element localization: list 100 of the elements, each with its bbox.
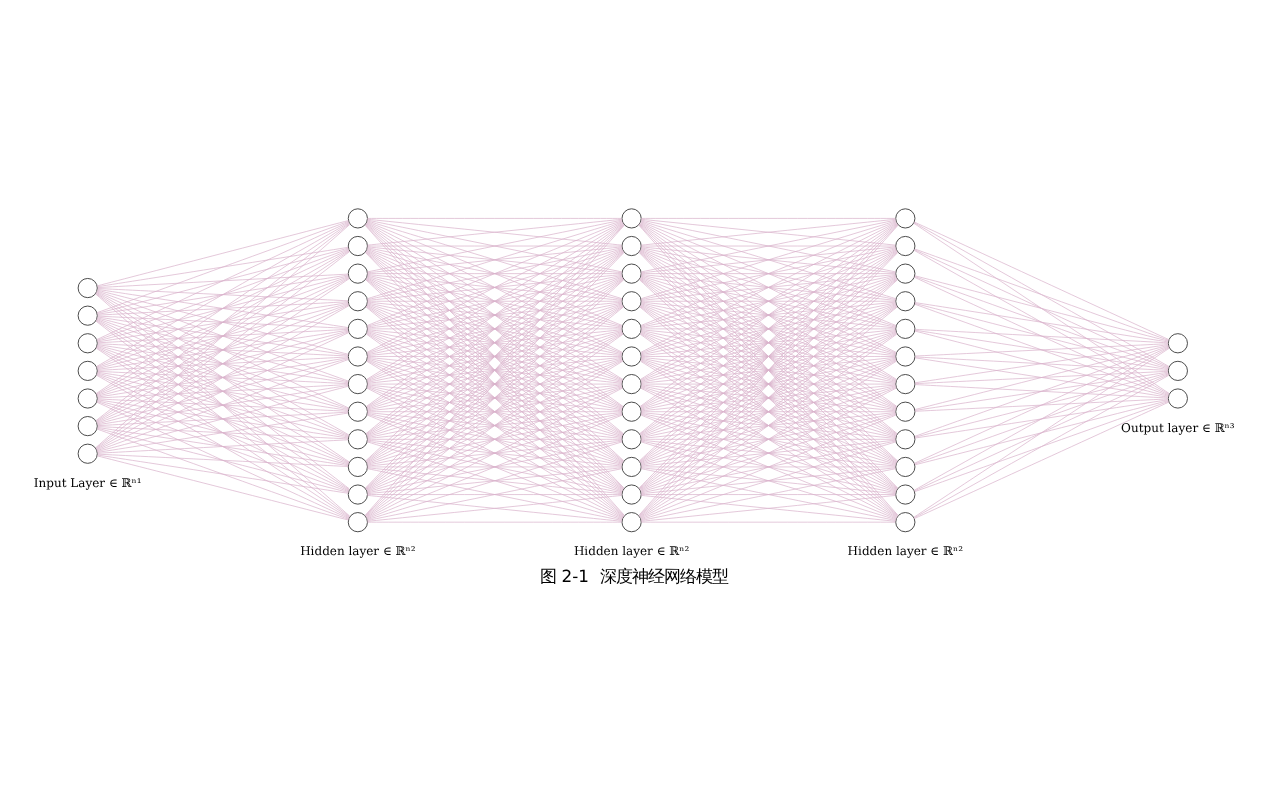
node-circle bbox=[1167, 360, 1188, 381]
connector bbox=[96, 374, 350, 492]
connector bbox=[97, 288, 349, 302]
connector bbox=[640, 440, 897, 494]
connector bbox=[914, 400, 1169, 466]
connector bbox=[367, 300, 622, 302]
connector bbox=[913, 221, 1170, 341]
node-circle bbox=[77, 416, 98, 437]
connector bbox=[97, 370, 349, 385]
connector bbox=[640, 245, 896, 247]
connector bbox=[640, 249, 897, 381]
connector bbox=[640, 218, 896, 219]
node-circle bbox=[621, 484, 642, 505]
connector bbox=[640, 249, 897, 354]
connector bbox=[640, 303, 897, 382]
connector bbox=[914, 401, 1169, 492]
connector bbox=[96, 358, 349, 425]
connector bbox=[367, 249, 623, 354]
connector bbox=[367, 384, 622, 412]
node-circle bbox=[347, 235, 368, 257]
connector bbox=[96, 385, 349, 452]
node-circle bbox=[895, 512, 916, 533]
connector bbox=[96, 303, 349, 396]
connector bbox=[640, 332, 897, 464]
connector bbox=[96, 289, 349, 355]
connector bbox=[640, 360, 897, 491]
node-circle bbox=[621, 291, 642, 312]
connector bbox=[97, 343, 349, 357]
connector bbox=[913, 347, 1170, 491]
connector bbox=[640, 413, 897, 466]
connector bbox=[367, 414, 623, 520]
connector bbox=[97, 356, 349, 371]
node-circle bbox=[895, 346, 916, 367]
node-circle bbox=[621, 401, 642, 422]
connector bbox=[640, 275, 897, 355]
connector bbox=[96, 277, 350, 423]
connector bbox=[914, 275, 1169, 342]
connector bbox=[915, 328, 1169, 344]
connector bbox=[640, 221, 897, 326]
connector bbox=[367, 413, 623, 466]
connector bbox=[913, 374, 1170, 492]
connector bbox=[367, 385, 623, 438]
connector bbox=[640, 276, 897, 382]
connector bbox=[97, 454, 349, 494]
connector bbox=[640, 495, 896, 522]
connector bbox=[96, 276, 350, 396]
connector bbox=[97, 344, 349, 384]
connector bbox=[367, 303, 623, 382]
node-circle bbox=[347, 456, 368, 478]
connector bbox=[640, 277, 897, 409]
connector bbox=[640, 302, 897, 356]
connector bbox=[914, 345, 1169, 410]
connector bbox=[640, 300, 896, 302]
node-circle bbox=[621, 208, 642, 229]
node-circle bbox=[621, 512, 642, 533]
connector bbox=[640, 247, 897, 300]
node-circle bbox=[77, 360, 98, 381]
node-circle bbox=[621, 346, 642, 367]
connector bbox=[915, 343, 1169, 357]
connector bbox=[367, 275, 623, 355]
connector bbox=[640, 439, 896, 467]
node-circle bbox=[895, 456, 916, 478]
connector bbox=[367, 328, 622, 330]
node-circle bbox=[895, 291, 916, 312]
connector bbox=[97, 289, 349, 328]
connector bbox=[913, 346, 1170, 464]
caption: 图 2-1 深度神经网络模型 bbox=[540, 565, 728, 586]
connector bbox=[640, 357, 897, 411]
connector bbox=[914, 276, 1169, 369]
connector bbox=[96, 290, 349, 382]
connector bbox=[367, 387, 623, 492]
node-circle bbox=[895, 401, 916, 422]
node-circle bbox=[347, 401, 368, 422]
connector bbox=[914, 303, 1169, 396]
node-circle bbox=[347, 291, 368, 312]
connector bbox=[96, 318, 349, 410]
connector bbox=[97, 399, 349, 439]
connector bbox=[367, 246, 622, 274]
connector bbox=[97, 301, 349, 316]
connector bbox=[914, 345, 1169, 437]
node-circle bbox=[77, 443, 98, 464]
connector bbox=[366, 332, 623, 464]
connector bbox=[367, 412, 622, 439]
connector bbox=[366, 360, 623, 491]
connector bbox=[96, 220, 349, 287]
connector bbox=[640, 301, 896, 329]
connector bbox=[640, 438, 896, 440]
connector bbox=[96, 428, 349, 520]
node-circle bbox=[895, 429, 916, 450]
connector bbox=[367, 495, 622, 522]
connector bbox=[97, 427, 349, 466]
connector bbox=[640, 387, 897, 519]
connector bbox=[640, 274, 896, 301]
connector bbox=[367, 330, 623, 383]
connector bbox=[914, 248, 1169, 341]
connector bbox=[640, 411, 896, 413]
node-circle bbox=[347, 512, 368, 533]
node-circle bbox=[621, 263, 642, 284]
connector bbox=[96, 330, 349, 397]
connector bbox=[366, 222, 624, 380]
